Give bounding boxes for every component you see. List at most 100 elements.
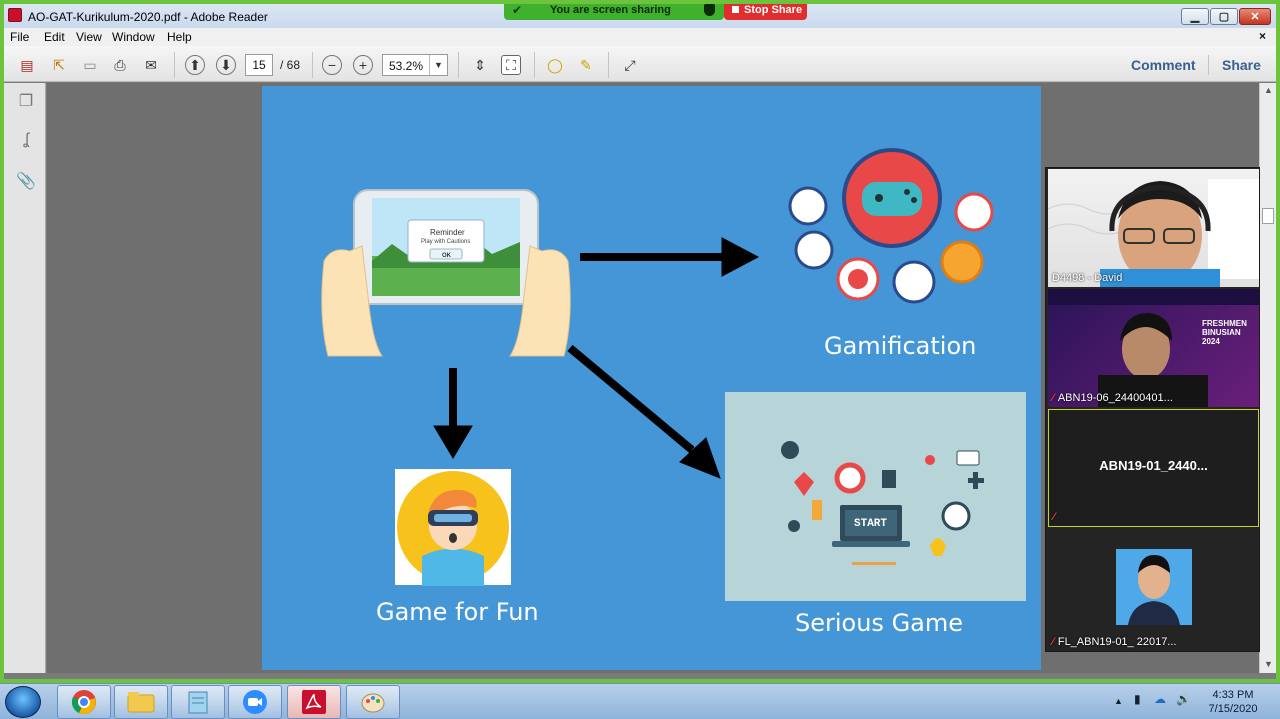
toolbar: ▤ ⇱ ▭ ⎙ ✉ ⬆ ⬇ 15 / 68 − + 53.2% ▼ ⇕ ⛶ ◯ … bbox=[0, 46, 1280, 82]
participant-video bbox=[1048, 289, 1259, 407]
email-icon[interactable]: ✉ bbox=[145, 56, 157, 73]
sharing-check-icon: ✔ bbox=[512, 3, 523, 17]
minimize-button[interactable]: ▁ bbox=[1181, 8, 1209, 25]
menu-file[interactable]: File bbox=[10, 30, 30, 44]
attachment-icon[interactable]: 📎 bbox=[16, 173, 36, 190]
fit-page-icon[interactable]: ⇕ bbox=[474, 56, 486, 73]
navigation-panel: ❐ ʆ 📎 bbox=[4, 83, 46, 673]
print-icon[interactable]: ⎙ bbox=[114, 56, 126, 73]
participant-name: ⁄ABN19-06_24400401... bbox=[1052, 392, 1173, 404]
taskbar: ▲ ▮ ☁ 🔊 4:33 PM 7/15/2020 bbox=[0, 683, 1280, 719]
menu-bar: File Edit View Window Help × bbox=[0, 28, 1280, 46]
page-number-input[interactable]: 15 bbox=[245, 54, 273, 76]
taskbar-chrome[interactable] bbox=[57, 685, 111, 719]
comment-pane-button[interactable]: Comment bbox=[1131, 57, 1196, 73]
participant-video bbox=[1048, 179, 1259, 287]
taskbar-adobe-reader[interactable] bbox=[287, 685, 341, 719]
muted-mic-icon: ⁄ bbox=[1052, 636, 1054, 648]
folder-icon bbox=[127, 692, 155, 713]
start-button[interactable] bbox=[5, 686, 41, 718]
muted-mic-icon: ⁄ bbox=[1053, 511, 1055, 523]
sharing-message: You are screen sharing bbox=[550, 4, 671, 16]
gamification-illustration bbox=[788, 148, 994, 304]
chrome-icon bbox=[71, 690, 96, 714]
tray-expand-icon[interactable]: ▲ bbox=[1114, 696, 1123, 706]
scrollbar-thumb[interactable] bbox=[1262, 208, 1274, 224]
participant-tile-fl-abn19-01[interactable]: ⁄FL_ABN19-01_ 22017... bbox=[1048, 529, 1259, 651]
phone-dialog-ok: OK bbox=[442, 253, 452, 259]
adobe-reader-icon bbox=[302, 690, 326, 714]
fit-width-icon[interactable]: ⛶ bbox=[501, 55, 521, 75]
participant-name: ⁄FL_ABN19-01_ 22017... bbox=[1052, 636, 1177, 648]
highlight-icon[interactable]: ✎ bbox=[580, 56, 592, 73]
slide-graphics: Reminder Play with Cautions OK START Gam… bbox=[321, 148, 1026, 637]
vertical-scrollbar[interactable]: ▲ ▼ bbox=[1259, 83, 1276, 673]
menu-edit[interactable]: Edit bbox=[44, 30, 65, 44]
volume-icon[interactable]: 🔊 bbox=[1176, 692, 1191, 706]
maximize-button[interactable]: ▢ bbox=[1210, 8, 1238, 25]
save-icon[interactable]: ▭ bbox=[83, 56, 97, 73]
chevron-down-icon[interactable]: ▼ bbox=[429, 55, 447, 75]
serious-game-start-text: START bbox=[854, 518, 887, 530]
zoom-out-icon[interactable]: − bbox=[322, 55, 342, 75]
participant-mute-indicator: ⁄ bbox=[1053, 511, 1059, 523]
screen-sharing-banner[interactable]: ✔ You are screen sharing bbox=[504, 0, 724, 20]
onedrive-cloud-icon[interactable]: ☁ bbox=[1154, 692, 1166, 706]
close-document-button[interactable]: × bbox=[1259, 29, 1267, 43]
create-pdf-icon[interactable]: ▤ bbox=[20, 56, 34, 73]
video-participants-panel[interactable]: D4498 - David FRESHMEN BINUSIAN 2024 ⁄AB… bbox=[1045, 167, 1260, 652]
page-total: / 68 bbox=[280, 58, 301, 72]
toolbar-separator bbox=[458, 52, 459, 78]
minimize-icon: ▁ bbox=[1190, 11, 1200, 23]
freshmen-banner-text: FRESHMEN BINUSIAN 2024 bbox=[1202, 319, 1247, 346]
share-pane-button[interactable]: Share bbox=[1222, 57, 1261, 73]
export-icon[interactable]: ⇱ bbox=[53, 56, 65, 73]
pdf-page-slide: Reminder Play with Cautions OK START Gam… bbox=[262, 86, 1041, 670]
comment-bubble-icon[interactable]: ◯ bbox=[547, 56, 563, 73]
muted-mic-icon: ⁄ bbox=[1052, 392, 1054, 404]
scroll-up-icon[interactable]: ▲ bbox=[1264, 85, 1273, 95]
close-button[interactable]: ✕ bbox=[1239, 8, 1271, 25]
clock-date: 7/15/2020 bbox=[1208, 703, 1258, 715]
adobe-reader-icon bbox=[8, 8, 22, 22]
scroll-down-icon[interactable]: ▼ bbox=[1264, 659, 1273, 669]
security-shield-icon bbox=[704, 4, 715, 16]
serious-game-image bbox=[725, 392, 1026, 601]
page-up-icon[interactable]: ⬆ bbox=[185, 55, 205, 75]
participant-center-name: ABN19-01_2440... bbox=[1099, 458, 1208, 473]
participant-tile-abn19-06[interactable]: FRESHMEN BINUSIAN 2024 ⁄ABN19-06_2440040… bbox=[1048, 289, 1259, 407]
zoom-level-select[interactable]: 53.2% ▼ bbox=[382, 54, 448, 76]
phone-dialog-body: Play with Cautions bbox=[421, 239, 470, 245]
caption-serious-game: Serious Game bbox=[795, 609, 963, 637]
stop-share-label: Stop Share bbox=[744, 4, 803, 16]
caption-gamification: Gamification bbox=[824, 332, 976, 360]
pages-icon[interactable]: ❐ bbox=[18, 93, 34, 110]
taskbar-notepad[interactable] bbox=[171, 685, 225, 719]
taskbar-file-explorer[interactable] bbox=[114, 685, 168, 719]
participant-tile-david[interactable]: D4498 - David bbox=[1048, 169, 1259, 287]
system-clock[interactable]: 4:33 PM 7/15/2020 bbox=[1203, 688, 1263, 716]
fullscreen-icon[interactable]: ⤢ bbox=[624, 56, 636, 73]
toolbar-separator bbox=[1208, 55, 1209, 75]
menu-window[interactable]: Window bbox=[112, 30, 155, 44]
game-for-fun-image bbox=[395, 469, 511, 586]
menu-help[interactable]: Help bbox=[167, 30, 192, 44]
hands-phone-illustration bbox=[321, 189, 571, 357]
zoom-in-icon[interactable]: + bbox=[353, 55, 373, 75]
paint-palette-icon bbox=[361, 693, 385, 713]
taskbar-paint[interactable] bbox=[346, 685, 400, 719]
network-signal-icon[interactable]: ▮ bbox=[1134, 692, 1141, 706]
participant-tile-abn19-01[interactable]: ABN19-01_2440... ⁄ bbox=[1048, 409, 1259, 527]
participant-name: D4498 - David bbox=[1052, 272, 1123, 284]
page-down-icon[interactable]: ⬇ bbox=[216, 55, 236, 75]
caption-game-for-fun: Game for Fun bbox=[376, 598, 539, 626]
toolbar-separator bbox=[174, 52, 175, 78]
stop-share-button[interactable]: Stop Share bbox=[724, 0, 807, 20]
zoom-level-value: 53.2% bbox=[389, 59, 424, 73]
taskbar-zoom[interactable] bbox=[228, 685, 282, 719]
zoom-icon bbox=[243, 690, 267, 714]
clock-time: 4:33 PM bbox=[1212, 689, 1254, 701]
arrows bbox=[433, 237, 760, 479]
menu-view[interactable]: View bbox=[76, 30, 102, 44]
signature-icon[interactable]: ʆ bbox=[23, 131, 29, 148]
